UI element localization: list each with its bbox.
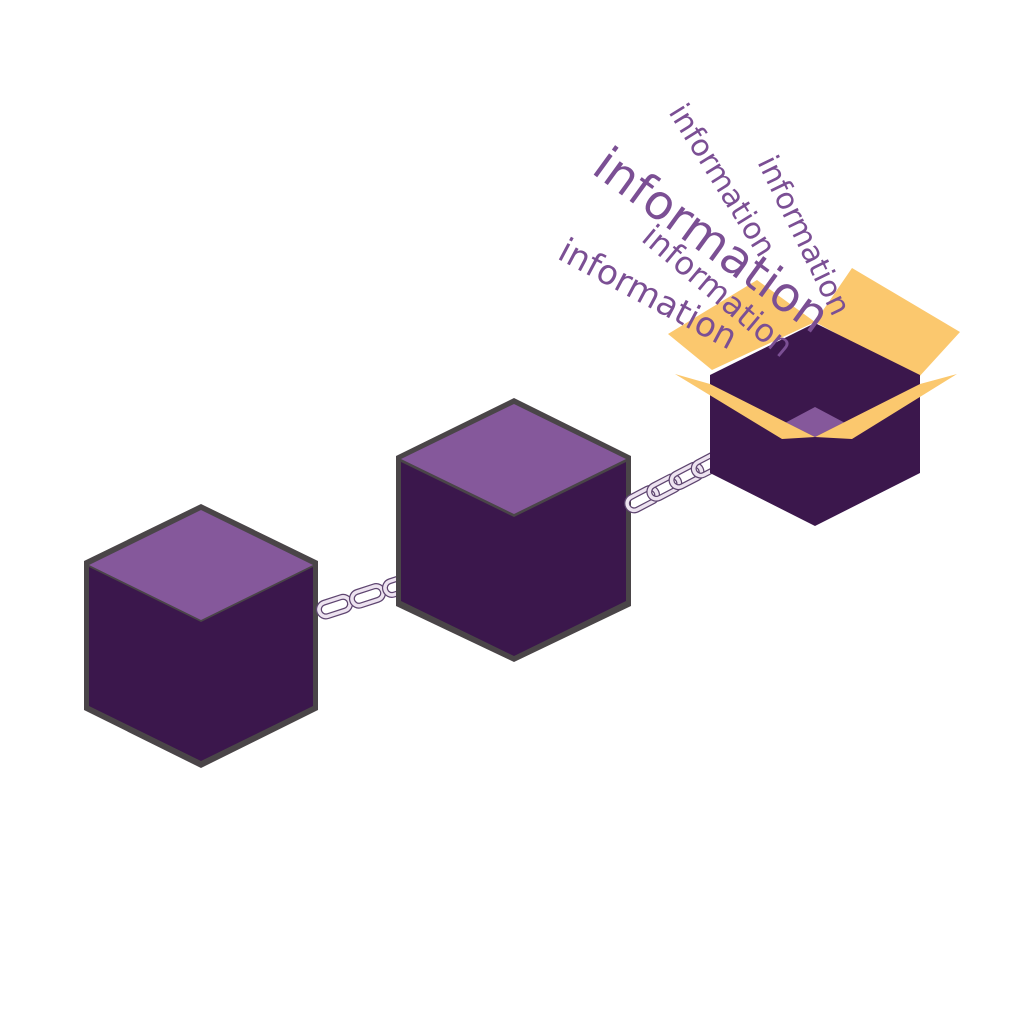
block-1-right-face	[201, 567, 313, 761]
block-2-right-face	[514, 462, 626, 656]
block-2-left-face	[401, 462, 514, 656]
block-1-top-face	[89, 510, 313, 620]
box-back-left-flap	[668, 280, 815, 370]
block-3-open-box-front	[675, 374, 957, 526]
box-front-right-flap	[815, 374, 957, 439]
chain-link-highlight	[647, 474, 682, 501]
box-front-right-wall	[815, 384, 920, 526]
block-2-cube	[396, 398, 631, 662]
chain-link-highlight	[669, 463, 704, 489]
block-1-cube	[84, 504, 318, 768]
chain-link-highlight	[625, 486, 659, 513]
block-1-left-face	[89, 567, 201, 761]
block-2-top-face	[401, 404, 626, 514]
box-front-left-flap	[675, 374, 815, 439]
box-front-left-wall	[710, 384, 815, 526]
box-back-right-flap	[815, 268, 960, 378]
